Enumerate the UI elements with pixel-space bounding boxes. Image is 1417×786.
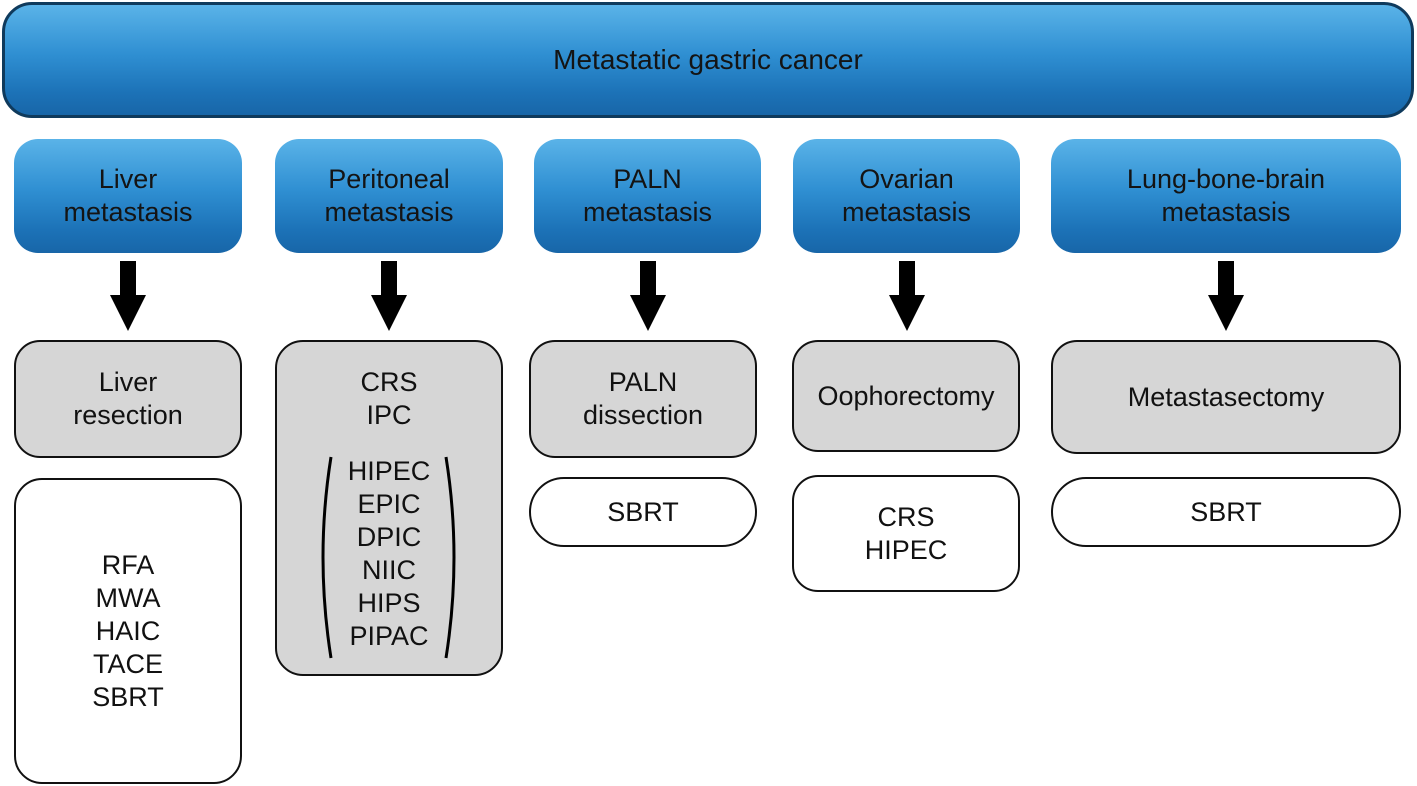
category-label: PALN	[613, 164, 682, 194]
category-label: Liver	[98, 164, 158, 194]
down-arrow-icon	[110, 261, 146, 331]
surgery-label: dissection	[582, 400, 704, 430]
alternative-label: SBRT	[1190, 496, 1262, 527]
surgery-box-liver: Liver resection	[14, 340, 242, 458]
option-label: DPIC	[356, 522, 422, 552]
surgery-label: IPC	[366, 400, 412, 430]
surgery-label: Metastasectomy	[1127, 381, 1325, 412]
category-label: metastasis	[582, 197, 713, 227]
category-label: metastasis	[841, 197, 972, 227]
category-paln-metastasis: PALN metastasis	[534, 139, 761, 253]
alternative-label: RFA	[101, 549, 155, 580]
main-title: Metastatic gastric cancer	[553, 44, 863, 75]
surgery-label: Liver	[98, 367, 158, 397]
surgery-box-ovarian: Oophorectomy	[792, 340, 1020, 452]
surgery-box-paln: PALN dissection	[529, 340, 757, 458]
down-arrow-icon	[371, 261, 407, 331]
option-label: NIIC	[362, 555, 416, 585]
category-label: metastasis	[63, 197, 193, 227]
alternative-label: CRS	[877, 501, 935, 532]
alternative-box-paln: SBRT	[529, 477, 757, 547]
alternative-label: SBRT	[607, 496, 679, 527]
surgery-label: resection	[73, 400, 183, 430]
category-label: Lung-bone-brain	[1126, 164, 1326, 194]
alternative-label: SBRT	[92, 681, 164, 712]
option-label: HIPEC	[347, 456, 431, 486]
alternative-box-lung-bone-brain: SBRT	[1051, 477, 1401, 547]
category-label: metastasis	[324, 197, 454, 227]
category-lung-bone-brain-metastasis: Lung-bone-brain metastasis	[1051, 139, 1401, 253]
down-arrow-icon	[1208, 261, 1244, 331]
alternative-label: MWA	[95, 582, 161, 613]
alternative-box-ovarian: CRS HIPEC	[792, 475, 1020, 592]
ip-chemo-options: HIPEC EPIC DPIC NIIC HIPS PIPAC	[348, 455, 431, 653]
alternative-box-liver: RFA MWA HAIC TACE SBRT	[14, 478, 242, 784]
category-label: metastasis	[1161, 197, 1291, 227]
surgery-box-lung-bone-brain: Metastasectomy	[1051, 340, 1401, 454]
surgery-label: Oophorectomy	[817, 380, 995, 411]
category-ovarian-metastasis: Ovarian metastasis	[793, 139, 1020, 253]
right-bracket-icon	[444, 456, 456, 659]
category-peritoneal-metastasis: Peritoneal metastasis	[275, 139, 503, 253]
surgery-label: CRS	[360, 367, 418, 397]
down-arrow-icon	[630, 261, 666, 331]
option-label: HIPS	[357, 588, 421, 618]
option-label: PIPAC	[349, 621, 429, 651]
down-arrow-icon	[889, 261, 925, 331]
left-bracket-icon	[321, 456, 333, 659]
alternative-label: HAIC	[95, 615, 161, 646]
category-label: Ovarian	[859, 164, 954, 194]
surgery-label: PALN	[608, 367, 678, 397]
alternative-label: TACE	[92, 648, 163, 679]
surgery-box-peritoneal: CRS IPC HIPEC EPIC DPIC NIIC HIPS PIPAC	[275, 340, 503, 676]
category-liver-metastasis: Liver metastasis	[14, 139, 242, 253]
main-title-box: Metastatic gastric cancer	[2, 2, 1414, 118]
alternative-label: HIPEC	[864, 534, 948, 565]
category-label: Peritoneal	[328, 164, 450, 194]
option-label: EPIC	[357, 489, 421, 519]
